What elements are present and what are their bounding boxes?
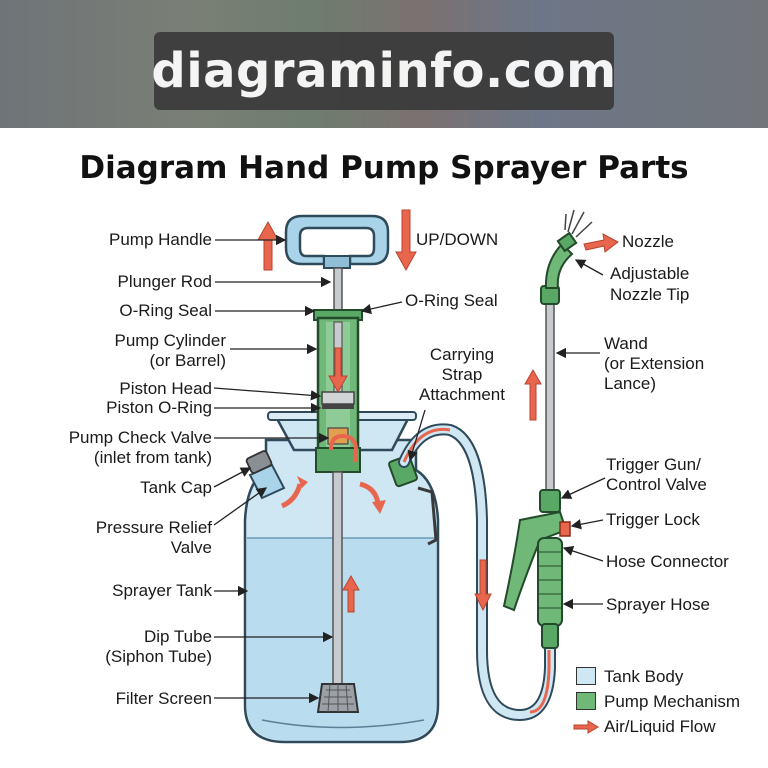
label-hose-connector: Hose Connector	[606, 552, 729, 571]
watermark-banner: diagraminfo.com	[0, 0, 768, 128]
label-strap-line3: Attachment	[419, 385, 505, 404]
spray-mist	[564, 209, 593, 238]
watermark-box: diagraminfo.com	[151, 32, 617, 110]
label-trigger-lock: Trigger Lock	[606, 510, 700, 529]
legend-label-tank-body: Tank Body	[604, 667, 684, 686]
label-piston-o-ring: Piston O-Ring	[106, 398, 212, 417]
legend-label-air-liquid-flow: Air/Liquid Flow	[604, 717, 716, 736]
label-tank-cap: Tank Cap	[140, 478, 212, 497]
filter-screen	[316, 683, 360, 713]
legend-swatch-tank-body	[576, 667, 596, 685]
label-wand-line3: Lance)	[604, 374, 656, 393]
label-dip-tube-line1: Dip Tube	[143, 627, 212, 646]
label-pump-cylinder-line2: (or Barrel)	[149, 351, 226, 370]
wand-trigger	[502, 231, 578, 649]
label-pump-cylinder-line1: Pump Cylinder	[114, 331, 227, 350]
label-nozzle: Nozzle	[622, 232, 674, 251]
label-strap-line2: Strap	[441, 365, 483, 384]
label-pump-handle: Pump Handle	[108, 230, 212, 249]
label-up-down: UP/DOWN	[416, 230, 499, 249]
label-check-valve-line2: (inlet from tank)	[93, 448, 212, 467]
label-o-ring-seal-left: O-Ring Seal	[119, 301, 212, 320]
dip-tube	[332, 471, 343, 685]
label-filter-screen: Filter Screen	[115, 689, 212, 708]
label-sprayer-tank: Sprayer Tank	[112, 581, 212, 600]
label-wand-line1: Wand	[604, 334, 648, 353]
label-relief-valve-line1: Pressure Relief	[95, 518, 212, 537]
legend-flow-arrow-icon	[573, 720, 599, 734]
label-sprayer-hose: Sprayer Hose	[606, 595, 710, 614]
strap-clip	[417, 486, 438, 546]
label-trigger-gun-line2: Control Valve	[606, 475, 707, 494]
label-adjustable-line2: Nozzle Tip	[610, 285, 690, 304]
tank-hose-fitting	[388, 454, 418, 488]
label-trigger-gun-line1: Trigger Gun/	[606, 455, 701, 474]
label-o-ring-seal-right: O-Ring Seal	[405, 291, 498, 310]
flow-arrows	[257, 209, 619, 613]
label-strap-line1: Carrying	[429, 345, 495, 364]
label-adjustable-line1: Adjustable	[610, 264, 690, 283]
leader-lines	[213, 234, 606, 704]
watermark-text: diagraminfo.com	[151, 43, 617, 99]
label-relief-valve-line2: Valve	[170, 538, 212, 557]
label-plunger-rod: Plunger Rod	[117, 272, 212, 291]
label-dip-tube-line2: (Siphon Tube)	[105, 647, 212, 666]
label-piston-head: Piston Head	[119, 379, 212, 398]
diagram-title: Diagram Hand Pump Sprayer Parts	[79, 150, 689, 186]
label-wand-line2: (or Extension	[604, 354, 705, 373]
legend-label-pump-mechanism: Pump Mechanism	[604, 692, 741, 711]
label-check-valve-line1: Pump Check Valve	[68, 428, 212, 447]
legend-swatch-pump-mechanism	[576, 692, 596, 710]
